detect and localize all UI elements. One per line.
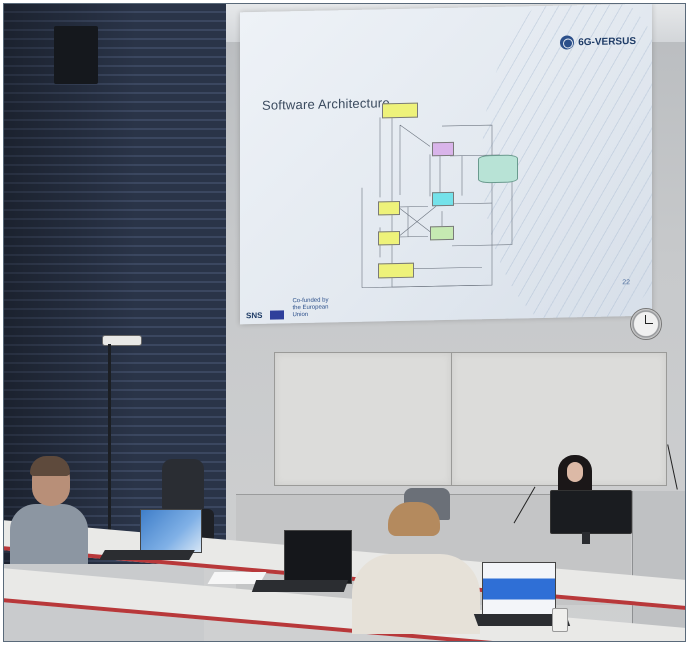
laptop-center-keyboard [251,580,349,592]
floor-lamp-head [102,335,142,346]
presenter-monitor [550,490,632,534]
eu-cofunded-text: Co-funded by the European Union [292,297,329,319]
attendee-center-hair [388,502,440,536]
brand-name: 6G-VERSUS [578,35,636,48]
brand-logo-icon [560,35,575,50]
attendee-left [10,504,88,564]
eu-flag-icon [270,310,285,320]
laptop-center-screen [284,530,352,584]
laptop-left-screen [140,509,202,553]
monitor-stand [582,532,590,544]
projection-screen: 6G-VERSUS Software Architecture [240,4,652,325]
presenter-face [567,462,583,482]
sns-logo: SNS [246,310,263,321]
attendee-left-hair [30,456,70,476]
slide-page-number: 22 [622,279,630,287]
photo-frame: 6G-VERSUS Software Architecture [3,3,686,642]
slide-brand: 6G-VERSUS [560,34,636,50]
diagram-node-green [430,225,454,241]
diagram-node-cyan [432,191,454,207]
diagram-node-violet [432,141,454,157]
wall-clock [630,308,662,340]
attendee-center [352,554,480,634]
diagram-node-bottom [378,262,414,279]
floor-lamp-pole [108,344,111,544]
side-podium [632,491,685,641]
diagram-connectors [361,115,513,289]
diagram-node-left [378,200,400,216]
laptop-right-screen [482,562,556,616]
laptop-left-keyboard [99,550,195,560]
whiteboard-left [274,352,452,486]
diagram-node-lower-left [378,230,400,246]
architecture-diagram [332,94,532,294]
coffee-cup [552,608,568,632]
diagram-database [478,154,518,184]
office-chair-back [162,459,204,511]
diagram-node-top [382,102,418,119]
wall-speaker [54,26,98,84]
slide-footer: SNS Co-funded by the European Union [246,297,338,320]
